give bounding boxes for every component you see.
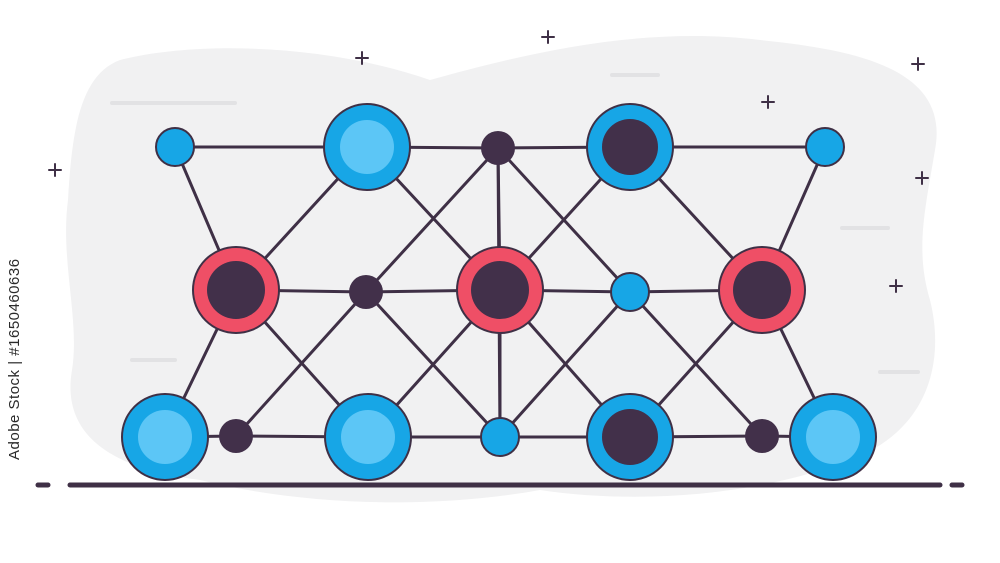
sparkle-icon [541, 30, 555, 44]
node-m1-red-ring-dark [192, 246, 280, 334]
node-b3-blue-large [324, 393, 412, 481]
edge-t3-m2 [364, 146, 500, 294]
node-m3-red-ring-dark [456, 246, 544, 334]
sparkle-icon [355, 51, 369, 65]
sparkle-icon [911, 57, 925, 71]
node-m4-blue-small [610, 272, 650, 312]
node-b5-blue-ring-dark [586, 393, 674, 481]
node-m5-red-ring-dark [718, 246, 806, 334]
node-t3-dark-small [481, 131, 515, 165]
network-nodes [121, 103, 877, 481]
node-b1-blue-large [121, 393, 209, 481]
node-b4-blue-small [480, 417, 520, 457]
sparkle-icon [915, 171, 929, 185]
sparkle-icon [761, 95, 775, 109]
decorative-dashes [110, 73, 920, 374]
node-t5-blue-small [805, 127, 845, 167]
node-m2-dark-small [349, 275, 383, 309]
sparkle-icon [48, 163, 62, 177]
sparkle-icon [889, 279, 903, 293]
node-b7-blue-large [789, 393, 877, 481]
node-b2-dark-small [219, 419, 253, 453]
node-t4-blue-ring-dark [586, 103, 674, 191]
node-t2-blue-large [323, 103, 411, 191]
sparkles [48, 30, 929, 293]
node-t1-blue-small [155, 127, 195, 167]
edge-m2-b2 [234, 290, 368, 438]
edge-m4-b4 [498, 290, 632, 439]
stock-id-watermark: Adobe Stock | #1650460636 [6, 258, 23, 460]
node-b6-dark-small [745, 419, 779, 453]
